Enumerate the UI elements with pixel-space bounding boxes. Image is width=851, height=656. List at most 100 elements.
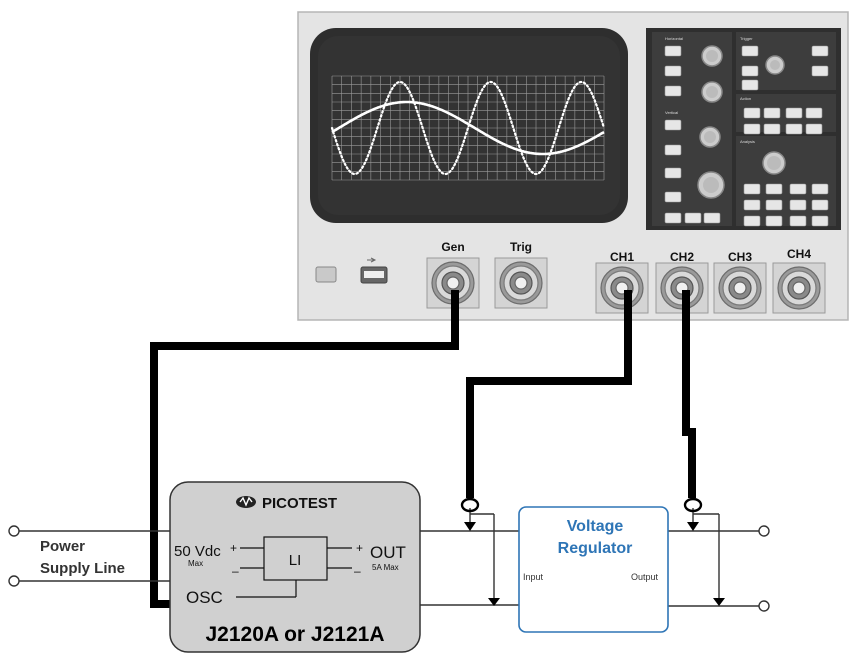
ch2-probe-tip: [683, 497, 703, 513]
device-input-minus: –: [232, 564, 239, 578]
power-terminal-top: [8, 525, 20, 537]
ch1-probe-tip: [460, 497, 480, 513]
device-brand: PICOTEST: [262, 495, 337, 512]
panel-button[interactable]: [664, 45, 682, 57]
panel-button[interactable]: [664, 167, 682, 179]
scale-knob[interactable]: [701, 81, 723, 103]
panel-button[interactable]: [811, 183, 829, 195]
panel-button[interactable]: [664, 212, 682, 224]
panel-buttons: [664, 45, 829, 227]
panel-button[interactable]: [664, 144, 682, 156]
panel-button[interactable]: [811, 45, 829, 57]
trigger-level-knob[interactable]: [765, 55, 785, 75]
regulator-title-2: Regulator: [558, 540, 633, 557]
panel-button[interactable]: [664, 119, 682, 131]
circuit-wires: [18, 508, 762, 607]
panel-button[interactable]: [664, 191, 682, 203]
line-injector-device: PICOTEST 50 Vdc Max + – LI + – OUT 5A Ma…: [169, 481, 421, 653]
panel-button[interactable]: [743, 199, 761, 211]
bnc-connectors: [426, 257, 826, 314]
panel-analysis-label: Analysis: [740, 139, 755, 144]
device-out-sub: 5A Max: [372, 563, 399, 572]
gen-to-osc-cable: [150, 290, 459, 608]
panel-button[interactable]: [703, 212, 721, 224]
panel-button[interactable]: [664, 85, 682, 97]
output-terminal-bottom: [758, 600, 770, 612]
device-osc-label: OSC: [186, 588, 223, 607]
ch2-probe-cable: [682, 290, 696, 498]
picotest-logo-icon: [236, 496, 256, 508]
terminals: [8, 525, 770, 612]
regulator-box: [518, 506, 669, 633]
cables: [150, 290, 696, 608]
trace-ch1: [330, 80, 606, 176]
panel-button[interactable]: [684, 212, 702, 224]
ch2-port-label: CH2: [670, 250, 694, 264]
panel-button[interactable]: [743, 123, 761, 135]
trace-ch2: [331, 100, 605, 156]
panel-button[interactable]: [789, 199, 807, 211]
li-label: LI: [289, 552, 302, 569]
oscilloscope: Horizontal Trigger Vertical Action Analy…: [297, 11, 849, 321]
panel-horizontal-label: Horizontal: [665, 36, 683, 41]
device-model-label: J2120A or J2121A: [205, 623, 384, 646]
panel-action-label: Action: [740, 96, 751, 101]
panel-button[interactable]: [743, 107, 761, 119]
regulator-output-label: Output: [631, 572, 659, 582]
panel-button[interactable]: [765, 199, 783, 211]
panel-button[interactable]: [763, 123, 781, 135]
panel-button[interactable]: [811, 65, 829, 77]
panel-button[interactable]: [785, 123, 803, 135]
panel-button[interactable]: [805, 107, 823, 119]
position-knob[interactable]: [701, 45, 723, 67]
panel-button[interactable]: [811, 215, 829, 227]
panel-analysis-section: [736, 136, 836, 226]
panel-vertical-label: Vertical: [665, 110, 678, 115]
ch3-bnc[interactable]: [713, 262, 767, 314]
panel-trigger-label: Trigger: [740, 36, 753, 41]
ch1-probe-cable: [466, 290, 632, 498]
panel-button[interactable]: [789, 215, 807, 227]
ch4-bnc[interactable]: [772, 262, 826, 314]
device-input-label: 50 Vdc: [174, 543, 221, 560]
panel-button[interactable]: [785, 107, 803, 119]
panel-button[interactable]: [805, 123, 823, 135]
device-output-plus: +: [356, 541, 363, 555]
panel-button[interactable]: [664, 65, 682, 77]
panel-button[interactable]: [765, 215, 783, 227]
li-wiring: [236, 547, 352, 598]
device-input-plus: +: [230, 541, 237, 555]
li-block: [263, 536, 328, 581]
trig-port-label: Trig: [510, 240, 532, 254]
panel-button[interactable]: [741, 79, 759, 91]
panel-button[interactable]: [741, 45, 759, 57]
power-line-label-1: Power: [40, 538, 85, 555]
probe-arrowheads: [464, 522, 725, 606]
vertical-position-knob[interactable]: [699, 126, 721, 148]
panel-button[interactable]: [811, 199, 829, 211]
vertical-scale-knob[interactable]: [697, 171, 725, 199]
trig-bnc[interactable]: [494, 257, 548, 309]
ch1-bnc[interactable]: [595, 262, 649, 314]
panel-button[interactable]: [741, 65, 759, 77]
panel-button[interactable]: [765, 183, 783, 195]
output-terminal-top: [758, 525, 770, 537]
device-input-sub: Max: [188, 559, 203, 568]
regulator-input-label: Input: [523, 572, 544, 582]
panel-button[interactable]: [789, 183, 807, 195]
gen-bnc[interactable]: [426, 257, 480, 309]
ch3-port-label: CH3: [728, 250, 752, 264]
ch4-port-label: CH4: [787, 247, 811, 261]
power-button[interactable]: [315, 266, 337, 283]
panel-button[interactable]: [743, 183, 761, 195]
power-terminal-bottom: [8, 575, 20, 587]
panel-button[interactable]: [743, 215, 761, 227]
regulator-title-1: Voltage: [567, 518, 624, 535]
device-out-label: OUT: [370, 543, 406, 562]
panel-button[interactable]: [763, 107, 781, 119]
power-line-label-2: Supply Line: [40, 560, 125, 577]
analysis-knob[interactable]: [762, 151, 786, 175]
voltage-regulator: Voltage Regulator Input Output: [518, 506, 669, 633]
device-output-minus: –: [354, 564, 361, 578]
